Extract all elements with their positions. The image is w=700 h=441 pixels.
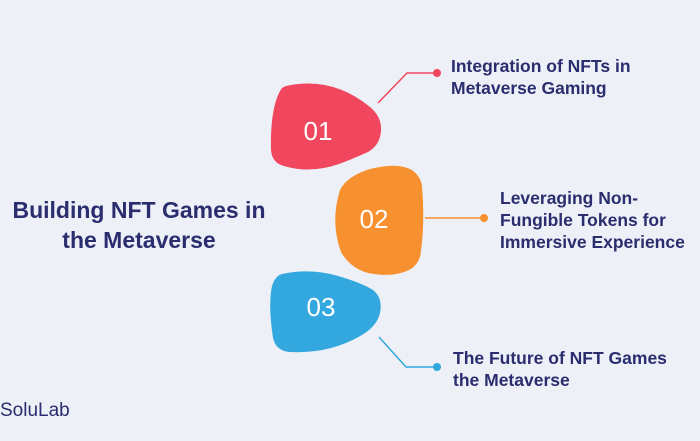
brand-logo-text: SoluLab [0,400,70,421]
step-03-label-line-1: The Future of NFT Games [453,348,667,368]
step-01-label: Integration of NFTs in Metaverse Gaming [451,55,631,99]
connector-03-dot [433,363,441,371]
segment-01-number: 01 [304,116,333,146]
diagram-title: Building NFT Games in the Metaverse [0,195,278,255]
step-02-label-line-3: Immersive Experience [500,232,685,252]
diagram-title-line-1: Building NFT Games in [12,197,266,223]
connector-01-dot [433,69,441,77]
diagram-title-line-2: the Metaverse [62,227,216,253]
segment-03-shape [270,271,381,353]
segment-01-shape [270,83,382,170]
connector-02-dot [480,214,488,222]
connector-03 [378,336,437,368]
step-01-label-line-1: Integration of NFTs in [451,56,631,76]
step-02-label: Leveraging Non- Fungible Tokens for Imme… [500,187,685,253]
segment-02-number: 02 [360,204,389,234]
step-02-label-line-1: Leveraging Non- [500,188,639,208]
segment-03-number: 03 [307,292,336,322]
step-01-label-line-2: Metaverse Gaming [451,78,607,98]
step-03-label: The Future of NFT Games the Metaverse [453,347,667,391]
step-02-label-line-2: Fungible Tokens for [500,210,666,230]
step-03-label-line-2: the Metaverse [453,370,570,390]
segment-02-shape [335,165,424,275]
connector-01 [377,72,437,104]
